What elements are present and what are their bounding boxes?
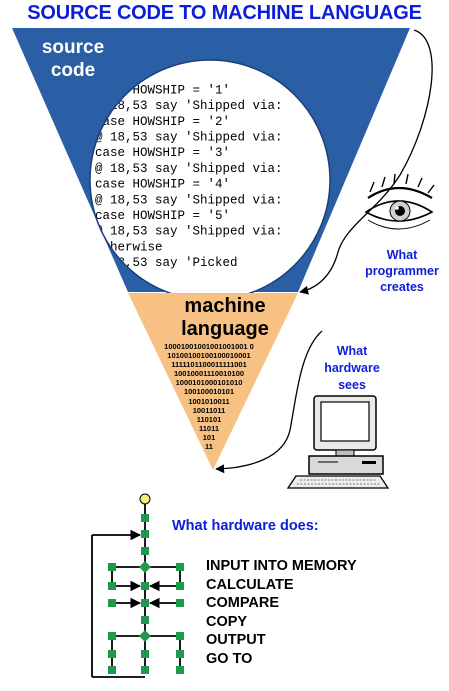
source-code-line: case HOWSHIP = '5' xyxy=(95,209,230,223)
operation-item: COPY xyxy=(206,613,248,630)
binary-line: 110101 xyxy=(196,414,222,424)
hardware-does-caption: What hardware does: xyxy=(172,518,319,534)
operation-item: INPUT INTO MEMORY xyxy=(206,558,357,574)
diagram-title: SOURCE CODE TO MACHINE LANGUAGE xyxy=(27,2,422,24)
eye-icon xyxy=(364,173,435,230)
machine-language-label: machine language xyxy=(181,295,269,340)
source-code-line: @ 18,53 say 'Shipped via: xyxy=(95,193,283,207)
source-code-line: @ 18,53 say 'Shipped via: xyxy=(95,131,283,145)
computer-icon xyxy=(286,395,390,489)
binary-line: 1000101000101010 xyxy=(175,378,243,388)
hardware-sees-arrow xyxy=(215,330,323,474)
flowchart-start-node xyxy=(139,493,151,505)
binary-line: 10001001001001001001 0 xyxy=(164,342,254,351)
source-code-line: case HOWSHIP = '2' xyxy=(95,115,230,129)
code-magnifier: @ 18,1 say POdo case case HOWSHIP = '1' … xyxy=(89,59,331,301)
source-code-line: otherwise xyxy=(95,240,163,254)
decision-node xyxy=(139,561,151,573)
binary-code-block: 10001001001001001001 0 10100100100100010… xyxy=(150,342,268,451)
binary-line: 101 xyxy=(202,432,216,442)
operation-item: GO TO xyxy=(206,650,253,667)
source-code-line: case HOWSHIP = '4' xyxy=(95,178,230,192)
source-code-line: @ 18,53 say 'Shipped via: xyxy=(95,162,283,176)
binary-line: 10010001110010100 xyxy=(173,369,245,379)
source-code-line: @ 18,53 say 'Shipped via: xyxy=(95,99,283,113)
binary-line: 10011011 xyxy=(192,405,226,415)
source-code-line: case HOWSHIP = '3' xyxy=(95,146,230,160)
binary-line: 11 xyxy=(205,442,213,452)
source-code-line: @ 18,53 say 'Picked xyxy=(95,256,238,270)
programmer-arrow xyxy=(299,29,433,295)
binary-line: 11011 xyxy=(198,423,220,433)
operation-item: OUTPUT xyxy=(206,632,266,649)
binary-line: 1111101100011111001 xyxy=(171,360,247,370)
binary-line: 10100100100100010001 xyxy=(167,351,251,361)
operation-item: COMPARE xyxy=(206,595,280,612)
programmer-creates-caption: What programmer creates xyxy=(365,248,439,294)
source-code-line: @ 18,53 say 'Shipped via: xyxy=(95,225,283,239)
flowchart-nodes xyxy=(108,493,184,674)
hardware-flowchart xyxy=(91,500,181,678)
binary-line: 100100010101 xyxy=(183,387,235,397)
binary-line: 1001010011 xyxy=(188,396,230,406)
hardware-sees-caption: What hardware sees xyxy=(324,344,380,392)
machine-language-funnel xyxy=(128,293,298,470)
decision-node xyxy=(139,630,151,642)
operations-list: INPUT INTO MEMORY CALCULATE COMPARE COPY… xyxy=(206,557,357,669)
source-code-label: source code xyxy=(41,37,105,81)
operation-item: CALCULATE xyxy=(206,576,294,593)
